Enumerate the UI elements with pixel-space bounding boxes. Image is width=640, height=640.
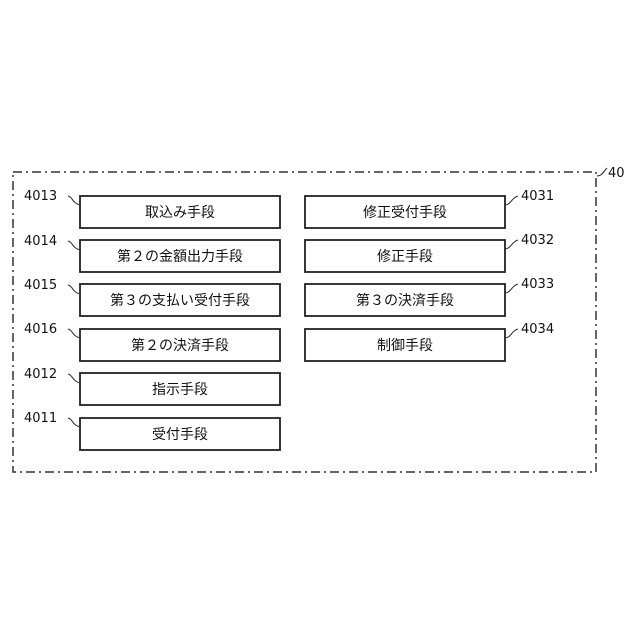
ref-4013: 4013 (24, 189, 80, 205)
ref-4016: 4016 (24, 322, 80, 338)
module-label: 指示手段 (152, 382, 208, 398)
module-label: 第２の決済手段 (131, 337, 229, 354)
ref-4011: 4011 (24, 411, 80, 427)
module-box-4015: 第３の支払い受付手段 (80, 284, 280, 316)
ref-4012: 4012 (24, 367, 80, 383)
ref-4034: 4034 (505, 322, 554, 338)
ref-leader (505, 240, 518, 249)
ref-4032: 4032 (505, 233, 554, 249)
module-box-4031: 修正受付手段 (305, 196, 505, 228)
ref-number: 4012 (24, 367, 57, 382)
ref-4031: 4031 (505, 189, 554, 205)
ref-leader (505, 284, 518, 293)
ref-number: 4013 (24, 189, 57, 204)
module-box-4034: 制御手段 (305, 329, 505, 361)
module-box-4014: 第２の金額出力手段 (80, 240, 280, 272)
ref-leader (68, 418, 80, 427)
ref-number: 4015 (24, 278, 57, 293)
ref-4033: 4033 (505, 277, 554, 293)
module-box-4032: 修正手段 (305, 240, 505, 272)
container-label: 40 (608, 166, 625, 181)
ref-number: 4033 (521, 277, 554, 292)
ref-4015: 4015 (24, 278, 80, 294)
module-label: 修正受付手段 (363, 205, 447, 221)
ref-number: 4031 (521, 189, 554, 204)
ref-number: 4016 (24, 322, 57, 337)
module-box-4013: 取込み手段 (80, 196, 280, 228)
module-label: 修正手段 (377, 249, 433, 265)
module-box-4012: 指示手段 (80, 373, 280, 405)
ref-number: 4032 (521, 233, 554, 248)
ref-leader (505, 196, 518, 205)
module-label: 第２の金額出力手段 (117, 248, 243, 265)
module-label: 制御手段 (377, 338, 433, 354)
ref-number: 4011 (24, 411, 57, 426)
module-label: 第３の決済手段 (356, 292, 454, 309)
ref-leader (68, 285, 80, 294)
ref-leader (68, 196, 80, 205)
ref-leader (68, 374, 80, 383)
module-box-4011: 受付手段 (80, 418, 280, 450)
ref-leader (68, 241, 80, 250)
ref-number: 4034 (521, 322, 554, 337)
ref-leader (505, 329, 518, 338)
module-label: 受付手段 (152, 427, 208, 443)
ref-number: 4014 (24, 234, 57, 249)
module-box-4016: 第２の決済手段 (80, 329, 280, 361)
module-box-4033: 第３の決済手段 (305, 284, 505, 316)
module-label: 第３の支払い受付手段 (110, 292, 250, 309)
container-leader (597, 168, 607, 176)
ref-leader (68, 329, 80, 338)
module-label: 取込み手段 (145, 205, 215, 221)
ref-4014: 4014 (24, 234, 80, 250)
